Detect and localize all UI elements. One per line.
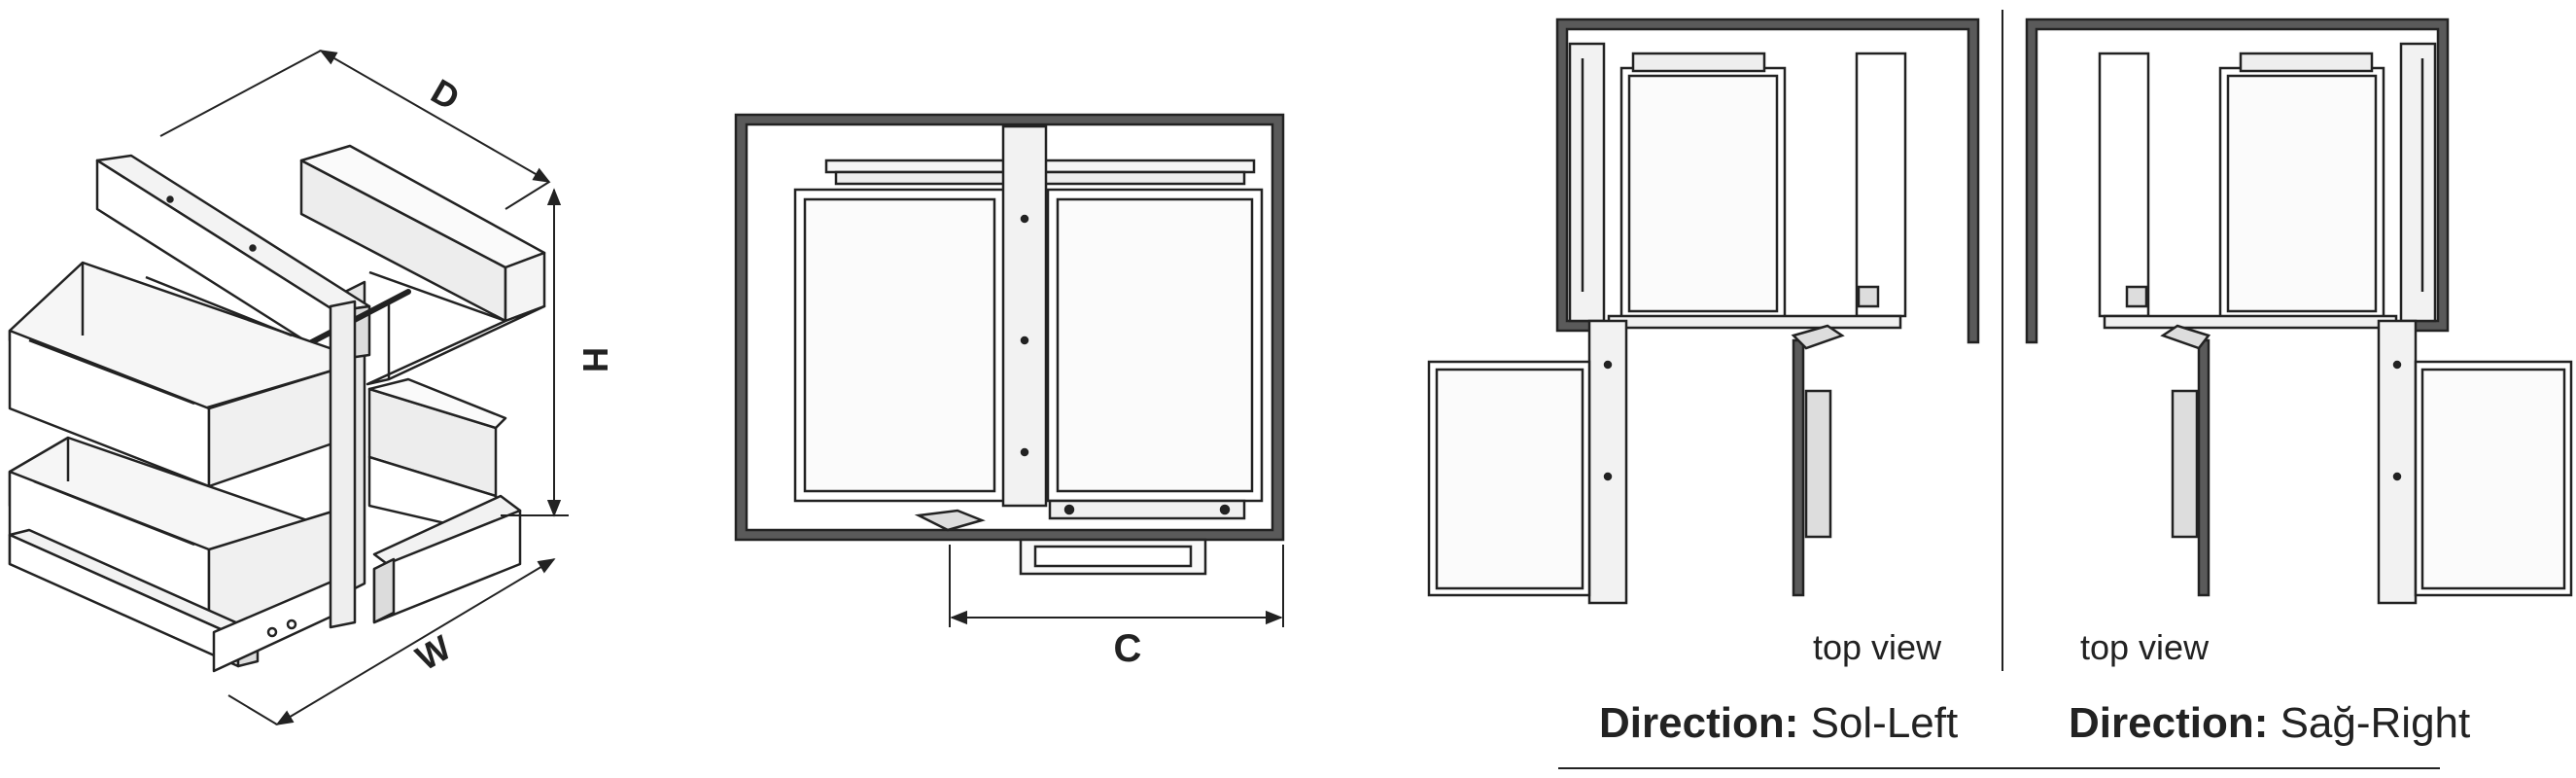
door-right — [2197, 338, 2210, 597]
direction-prefix-left: Direction: — [1599, 699, 1798, 747]
direction-label-right: Direction: Sağ-Right — [2069, 699, 2470, 747]
center-column — [1001, 124, 1048, 508]
rail-bar — [1607, 314, 1902, 330]
direction-right-view — [2025, 18, 2573, 605]
top-view-label-left: top view — [1813, 627, 1942, 667]
direction-value-right: Sağ-Right — [2268, 699, 2470, 747]
door-left — [1792, 338, 1805, 597]
top-view-label-right: top view — [2080, 627, 2210, 667]
center-top-view — [734, 113, 1285, 576]
isometric-dimensions — [159, 50, 569, 725]
clearance-dimension — [949, 545, 1284, 627]
cabinet-outline-right — [2025, 18, 2450, 344]
left-upper-basket — [8, 261, 337, 488]
front-column — [329, 300, 357, 629]
depth-dimension-line — [319, 50, 551, 183]
clearance-label: C — [1114, 627, 1142, 670]
direction-left-view — [1427, 18, 1980, 605]
height-label: H — [575, 347, 615, 372]
cabinet-outline — [734, 113, 1285, 542]
direction-label-left: Direction: Sol-Left — [1599, 699, 1958, 747]
side-panel-right — [2098, 52, 2150, 318]
side-panel — [1855, 52, 1907, 318]
direction-prefix-right: Direction: — [2069, 699, 2268, 747]
depth-label: D — [425, 71, 467, 119]
cabinet-outline-left — [1555, 18, 1980, 344]
rail-bar-right — [2103, 314, 2398, 330]
direction-value-left: Sol-Left — [1798, 699, 1958, 747]
rail-bar-bottom — [1048, 499, 1246, 520]
width-dimension-line — [275, 558, 556, 725]
isometric-view — [8, 144, 546, 673]
width-label: W — [409, 627, 458, 679]
hinge — [914, 509, 986, 532]
